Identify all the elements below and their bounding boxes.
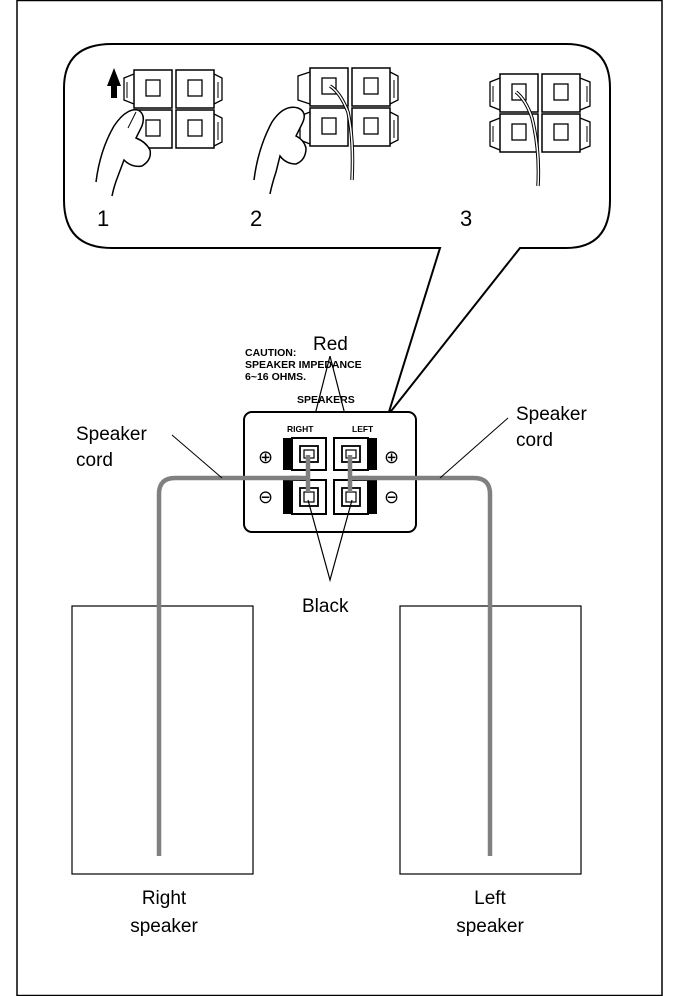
step-1-number: 1: [97, 206, 109, 231]
hand-icon: [253, 106, 307, 195]
minus-right-symbol: ⊖: [384, 487, 399, 508]
caution-line-1: CAUTION:: [245, 347, 296, 359]
speaker-cord-left-leader: [171, 434, 223, 479]
step-1-illustration: [95, 68, 223, 197]
black-label: Black: [302, 596, 349, 617]
panel-right-label: RIGHT: [287, 424, 314, 434]
hand-icon: [95, 109, 152, 197]
speaker-cord-left-label-line-1: Speaker: [76, 424, 147, 445]
speaker-cord-left-label-line-2: cord: [76, 450, 113, 471]
step-3-number: 3: [460, 206, 472, 231]
step-2-number: 2: [250, 206, 262, 231]
caution-line-2: SPEAKER IMPEDANCE: [245, 359, 362, 371]
panel-title: SPEAKERS: [297, 394, 355, 406]
black-pointer-lines: [307, 499, 353, 583]
arrow-up-icon: [107, 68, 121, 98]
speaker-terminal-panel: SPEAKERS RIGHT LEFT ⊕ ⊖ ⊕ ⊖: [243, 394, 417, 533]
terminal-clip-icon: [297, 67, 399, 147]
right-speaker-label-line-2: speaker: [130, 916, 198, 937]
terminal-panel-frame: [243, 411, 417, 533]
step-2-illustration: [253, 67, 399, 195]
plus-left-symbol: ⊕: [258, 447, 273, 468]
right-speaker-box: [71, 605, 254, 875]
step-3-illustration: [489, 73, 591, 187]
caution-line-3: 6~16 OHMS.: [245, 371, 306, 383]
right-speaker-cord: [156, 455, 311, 856]
red-label: Red: [313, 334, 348, 355]
panel-left-label: LEFT: [352, 424, 374, 434]
right-speaker-label-line-1: Right: [142, 888, 187, 909]
left-speaker-cord: [347, 455, 493, 856]
minus-left-symbol: ⊖: [258, 487, 273, 508]
speaker-cord-right-label-line-1: Speaker: [516, 404, 587, 425]
speaker-cord-right-label-line-2: cord: [516, 430, 553, 451]
left-speaker-label-line-1: Left: [474, 888, 506, 909]
speaker-cord-right-leader: [439, 417, 509, 479]
left-speaker-label-line-2: speaker: [456, 916, 524, 937]
plus-right-symbol: ⊕: [384, 447, 399, 468]
terminal-clip-icon: [489, 73, 591, 153]
